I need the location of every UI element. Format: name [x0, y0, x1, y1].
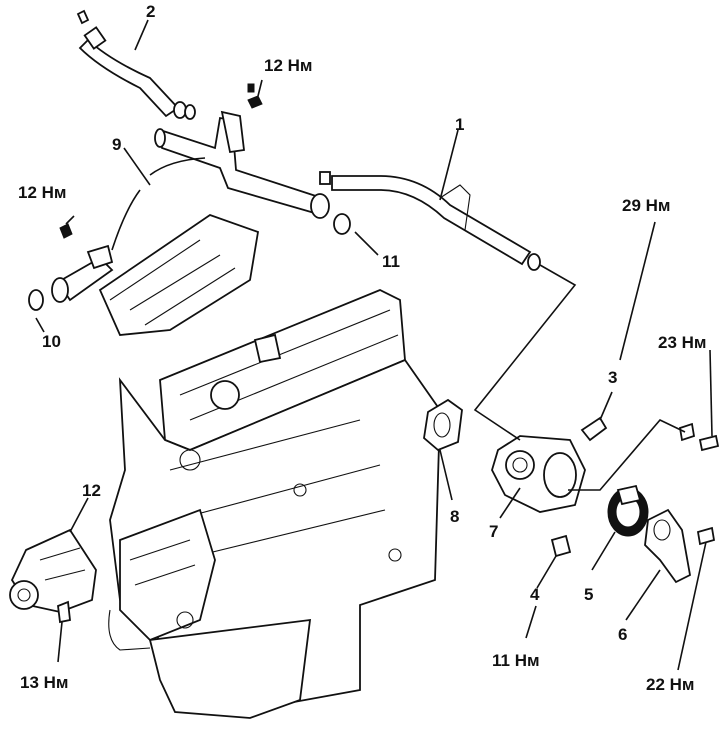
bolt-13: [57, 600, 71, 624]
label-10: 10: [42, 332, 61, 351]
engine-block: [98, 213, 441, 719]
water-inlet-6: [644, 508, 692, 584]
label-9: 9: [112, 135, 121, 154]
sensor-4: [550, 534, 572, 558]
label-torque-23: 23 Нм: [658, 333, 707, 352]
pipe-9: [51, 110, 330, 303]
o-ring-11: [333, 213, 351, 235]
bolt-top: [247, 83, 263, 109]
bolt-23: [678, 422, 696, 442]
label-4: 4: [530, 585, 540, 604]
leader-lines: [35, 19, 713, 671]
pipe-1: [319, 171, 541, 271]
bolt-left: [59, 223, 73, 239]
label-torque-22: 22 Нм: [646, 675, 695, 694]
thermostat-housing-7: [491, 435, 586, 513]
label-11: 11: [382, 252, 400, 271]
label-5: 5: [584, 585, 593, 604]
label-7: 7: [489, 522, 498, 541]
label-12: 12: [82, 481, 101, 500]
label-torque-11: 11 Нм: [492, 651, 540, 670]
label-torque-13: 13 Нм: [20, 673, 69, 692]
label-torque-12-left: 12 Нм: [18, 183, 67, 202]
gasket-8: [423, 398, 463, 452]
o-ring-10: [28, 289, 44, 311]
label-8: 8: [450, 507, 459, 526]
label-2: 2: [146, 2, 155, 21]
sensor-3: [580, 416, 608, 442]
bolt-22: [696, 526, 716, 546]
label-1: 1: [455, 115, 464, 134]
pipe-2: [76, 9, 196, 120]
label-torque-12-top: 12 Нм: [264, 56, 313, 75]
label-torque-29: 29 Нм: [622, 196, 671, 215]
water-pump-12: [9, 528, 97, 613]
label-6: 6: [618, 625, 627, 644]
part-labels: 2 12 Нм 1 9 12 Нм 29 Нм 11 10 23 Нм 3 12…: [18, 2, 707, 694]
label-3: 3: [608, 368, 617, 387]
thermostat-5: [607, 484, 649, 537]
